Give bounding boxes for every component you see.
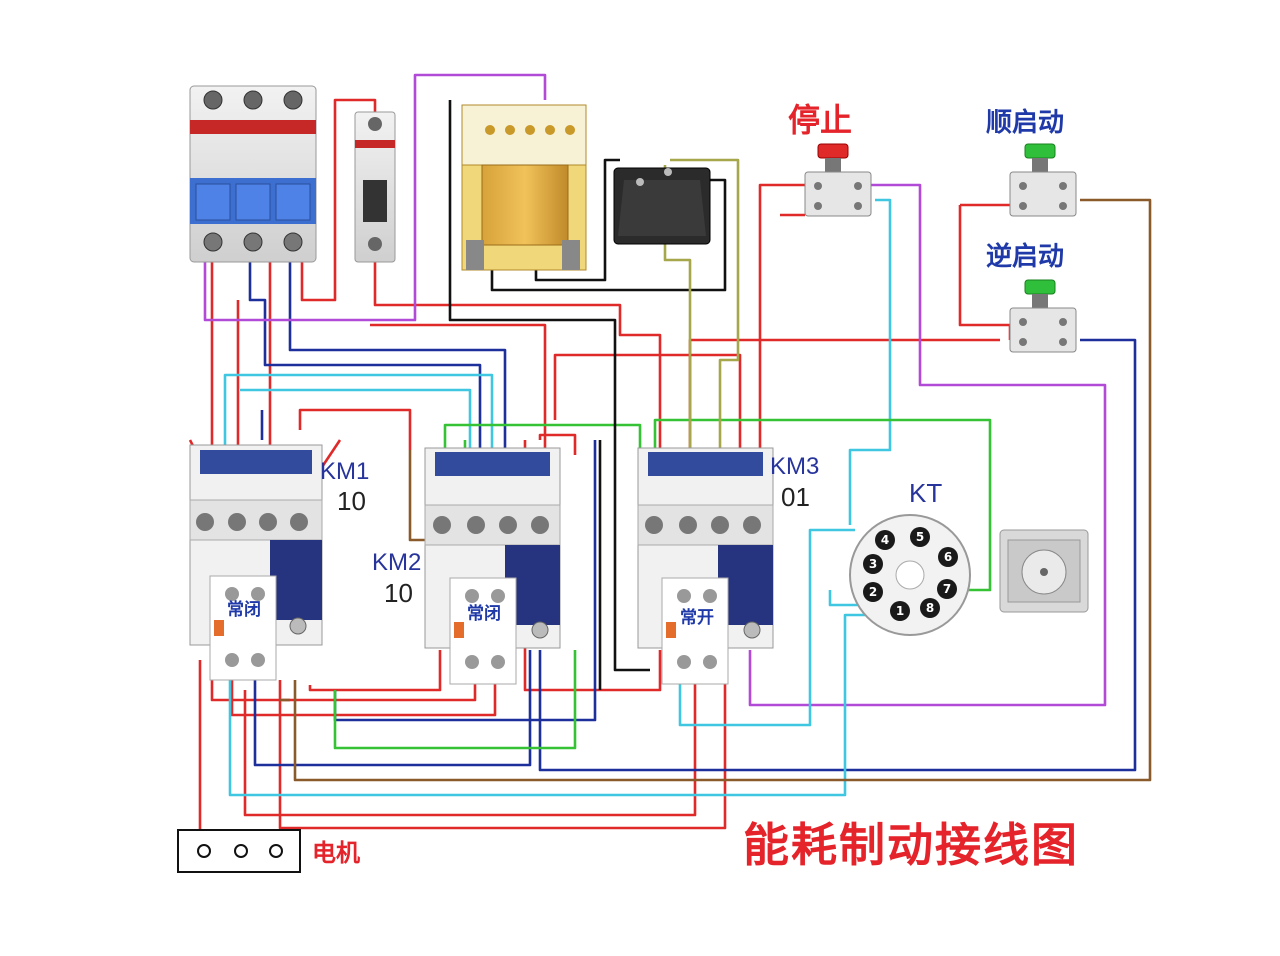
km3-name: KM3 <box>770 453 820 480</box>
timer-pin-label-2: 2 <box>869 585 877 599</box>
contactor-km1 <box>189 444 323 681</box>
timer-name: KT <box>909 478 943 508</box>
reverse-start-pushbutton[interactable] <box>1009 279 1077 353</box>
motor-label: 电机 <box>312 839 360 867</box>
timer-pin-3 <box>863 554 883 574</box>
km2-code: 10 <box>384 578 413 608</box>
contactor-km3 <box>637 447 774 685</box>
transformer <box>461 104 587 271</box>
timer-pin-2 <box>863 582 883 602</box>
stop-label: 停止 <box>788 101 853 139</box>
km2-aux-label: 常闭 <box>467 604 501 624</box>
reverse-start-label: 逆启动 <box>986 242 1065 272</box>
timer-pin-label-3: 3 <box>869 557 877 571</box>
timer-pin-6 <box>938 547 958 567</box>
forward-start-label: 顺启动 <box>986 108 1065 138</box>
contactor-km2 <box>424 447 561 685</box>
timer-pin-label-1: 1 <box>896 604 904 618</box>
purple-wires <box>203 73 1107 707</box>
km1-aux-label: 常闭 <box>227 600 261 620</box>
single-pole-breaker <box>354 111 396 263</box>
km1-name: KM1 <box>320 458 370 485</box>
timer-pin-label-4: 4 <box>881 533 889 547</box>
stop-pushbutton[interactable] <box>804 143 872 217</box>
motor-terminal <box>177 829 301 873</box>
forward-start-pushbutton[interactable] <box>1009 143 1077 217</box>
timer-pin-label-6: 6 <box>944 550 952 564</box>
timer-pin-8 <box>920 598 940 618</box>
timer-pin-label-7: 7 <box>943 582 951 596</box>
km3-aux-label: 常开 <box>680 608 714 628</box>
bridge-rectifier <box>613 167 711 245</box>
three-pole-breaker <box>189 85 317 263</box>
km2-name: KM2 <box>372 549 422 576</box>
timer-pin-1 <box>890 601 910 621</box>
timer-pin-4 <box>875 530 895 550</box>
timer-pin-7 <box>937 579 957 599</box>
timer-pin-label-5: 5 <box>916 530 924 544</box>
timer-pin-label-8: 8 <box>926 601 934 615</box>
km1-code: 10 <box>337 486 366 516</box>
timer-relay <box>999 529 1089 613</box>
diagram-title: 能耗制动接线图 <box>743 818 1079 872</box>
km3-code: 01 <box>781 482 810 512</box>
timer-pin-5 <box>910 527 930 547</box>
